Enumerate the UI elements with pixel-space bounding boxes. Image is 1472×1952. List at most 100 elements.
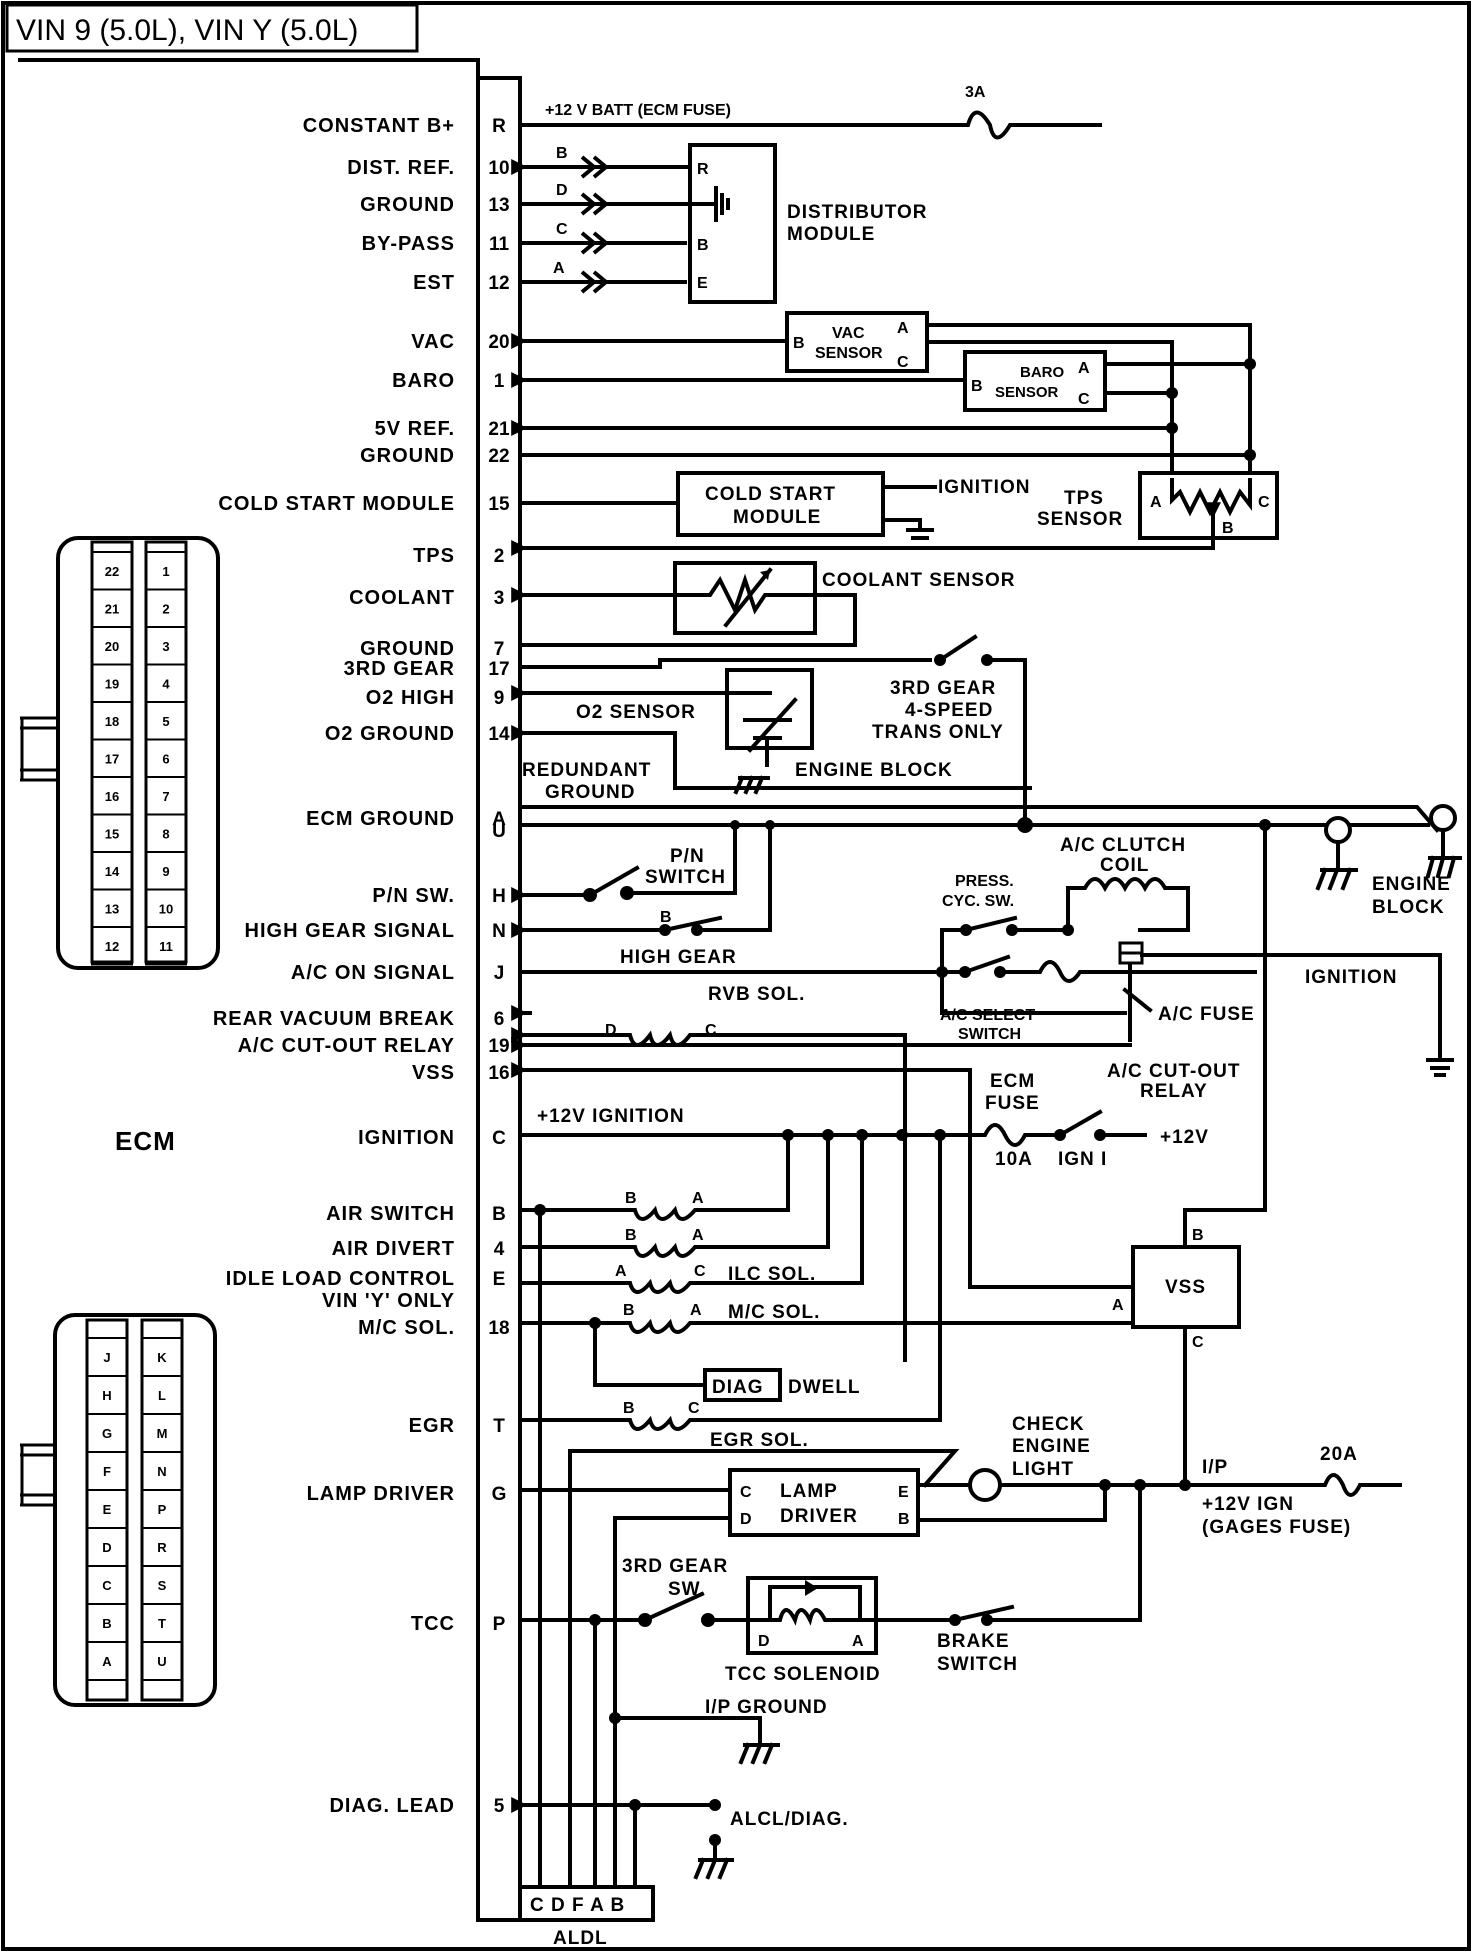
connector-pin-label: 4 <box>162 676 170 691</box>
connector-pin-label: C <box>102 1578 112 1593</box>
connector-cell <box>86 1641 128 1681</box>
svg-text:B: B <box>556 145 568 162</box>
svg-text:C: C <box>1192 1334 1204 1351</box>
connector-pin-label: 2 <box>162 601 169 616</box>
connector-pin-label: F <box>103 1464 111 1479</box>
svg-text:C: C <box>740 1484 752 1501</box>
svg-text:4-SPEED: 4-SPEED <box>905 700 993 721</box>
ecm-pin-id: G <box>492 1484 507 1505</box>
svg-text:A: A <box>615 1263 627 1280</box>
svg-text:C: C <box>897 354 909 371</box>
ecm-pin-id: 22 <box>488 446 509 467</box>
ecm-pin-label: VSS <box>412 1062 455 1084</box>
ecm-pin-id: 2 <box>494 546 505 567</box>
ecm-outline <box>18 58 522 1922</box>
ecm-pin-label: GROUND <box>360 638 455 660</box>
connector-pin-label: 9 <box>162 864 169 879</box>
ac-circuit: A/C CLUTCH COIL PRESS. CYC. SW. IGNITION… <box>511 835 1454 1102</box>
connector-pin-label: 12 <box>105 939 119 954</box>
connector-pin-label: D <box>102 1540 111 1555</box>
svg-text:ILC SOL.: ILC SOL. <box>728 1264 816 1285</box>
svg-text:+12V: +12V <box>1160 1127 1209 1148</box>
svg-text:IGNITION: IGNITION <box>1305 967 1397 988</box>
svg-text:TRANS ONLY: TRANS ONLY <box>872 722 1004 743</box>
ecm-pin-id: P <box>493 1614 506 1635</box>
svg-text:SENSOR: SENSOR <box>1037 509 1123 530</box>
ecm-pin-id: 15 <box>488 494 510 515</box>
svg-text:GROUND: GROUND <box>545 782 635 803</box>
connector-pin-label: 21 <box>105 601 119 616</box>
lamp-driver-circuit: C D E B LAMP DRIVER CHECK ENGINE LIGHT I… <box>518 1414 1402 1914</box>
ecm-pin-label: EST <box>413 272 455 294</box>
ecm-pin-label: A/C ON SIGNAL <box>291 962 455 984</box>
ecm-pin-id: N <box>492 921 506 942</box>
svg-text:D: D <box>758 1633 770 1650</box>
svg-text:B: B <box>623 1302 635 1319</box>
title-box <box>5 3 419 53</box>
rvb-cutout-vss: RVB SOL. D C VSS B A C <box>511 984 1241 1487</box>
ecm-pin-label: O2 HIGH <box>366 687 455 709</box>
ecm-pin-id: 3 <box>494 588 505 609</box>
ecm-pin-label: DIAG. LEAD <box>329 1795 455 1817</box>
ecm-pin-label: AIR SWITCH <box>326 1203 455 1225</box>
svg-text:A/C CLUTCH: A/C CLUTCH <box>1060 835 1186 856</box>
svg-text:C D F A B: C D F A B <box>530 1895 625 1916</box>
svg-text:B: B <box>1192 1227 1204 1244</box>
svg-text:SENSOR: SENSOR <box>815 345 883 362</box>
ecm-pin-label: COLD START MODULE <box>218 493 455 515</box>
connector-pin-label: 6 <box>162 751 169 766</box>
svg-text:COOLANT SENSOR: COOLANT SENSOR <box>822 570 1015 591</box>
ecm-pin-id: T <box>493 1416 505 1437</box>
ecm-pin-id: 7 <box>494 639 505 660</box>
ecm-pin-id: 11 <box>489 234 510 255</box>
svg-text:B: B <box>793 335 805 352</box>
svg-text:COIL: COIL <box>1100 855 1149 876</box>
ecm-pin-id: 9 <box>494 688 505 709</box>
connector-pin-label: M <box>157 1426 168 1441</box>
svg-text:A: A <box>553 260 565 277</box>
svg-text:LAMP: LAMP <box>780 1481 838 1502</box>
connector-pin-label: 5 <box>162 714 169 729</box>
connector-pin-label: S <box>158 1578 167 1593</box>
ecm-pin-id: E <box>493 1269 506 1290</box>
ecm-pin-label: REAR VACUUM BREAK <box>213 1008 455 1030</box>
svg-text:RVB SOL.: RVB SOL. <box>708 984 805 1005</box>
o2-and-third-gear: O2 SENSOR ENGINE BLOCK 3RD GEAR 4-SPEED … <box>511 634 1032 827</box>
svg-text:VSS: VSS <box>1165 1277 1206 1298</box>
svg-text:B: B <box>625 1227 637 1244</box>
connector-pin-label: G <box>102 1426 112 1441</box>
connector-cell <box>141 1641 183 1681</box>
svg-text:HIGH GEAR: HIGH GEAR <box>620 947 737 968</box>
svg-text:M/C SOL.: M/C SOL. <box>728 1302 820 1323</box>
svg-text:A/C CUT-OUT: A/C CUT-OUT <box>1107 1061 1240 1082</box>
connector-pin-label: 11 <box>159 939 173 954</box>
ecm-pin-id: 6 <box>494 1009 505 1030</box>
svg-text:A: A <box>1112 1297 1124 1314</box>
connector-pin-label: 3 <box>162 639 169 654</box>
svg-text:ENGINE BLOCK: ENGINE BLOCK <box>795 760 953 781</box>
ecm-pin-label: P/N SW. <box>372 885 455 907</box>
connector-pin-label: 1 <box>162 564 169 579</box>
ecm-pin-label: EGR <box>409 1415 455 1437</box>
ecm-pin-id: 5 <box>494 1796 505 1817</box>
svg-text:A: A <box>1150 494 1162 511</box>
svg-text:SWITCH: SWITCH <box>958 1026 1021 1043</box>
svg-text:3A: 3A <box>965 84 986 101</box>
svg-text:LIGHT: LIGHT <box>1012 1459 1074 1480</box>
svg-text:ALDL: ALDL <box>553 1928 608 1949</box>
svg-text:D: D <box>740 1511 752 1528</box>
svg-text:A: A <box>852 1633 864 1650</box>
ecm-pin-id: H <box>492 886 506 907</box>
ecm-label: ECM <box>115 1126 176 1156</box>
ecm-pin-label: M/C SOL. <box>358 1317 455 1339</box>
sensor-circuits: B VAC SENSOR A C B BARO SENSOR A C A C B… <box>511 311 1279 556</box>
connector-pin-label: K <box>157 1350 167 1365</box>
connector-pin-label: 22 <box>105 564 119 579</box>
svg-text:ECM: ECM <box>990 1071 1035 1092</box>
ecm-pin-label: ECM GROUND <box>306 808 455 830</box>
connector-pin-label: P <box>158 1502 167 1517</box>
svg-text:C: C <box>688 1400 700 1417</box>
diag-circuit: I/P GROUND ALCL/DIAG. C D F A B ALDL <box>511 1208 848 1949</box>
svg-text:SWITCH: SWITCH <box>645 867 726 888</box>
